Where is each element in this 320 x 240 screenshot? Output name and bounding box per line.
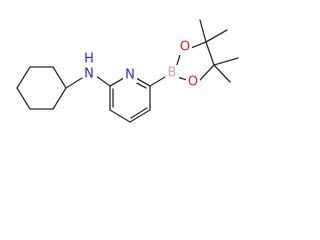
methyl-bond (213, 64, 231, 83)
atom-amine-n: N (83, 66, 97, 82)
cyclohexane-ring (16, 66, 67, 110)
bond-cyclohexyl-nh (65, 77, 83, 89)
atom-pyridine-n: N (123, 67, 137, 83)
bond (52, 87, 67, 110)
bond (109, 109, 131, 123)
atom-label: N (84, 67, 94, 82)
bond (130, 107, 148, 119)
atom-label: H (84, 52, 94, 67)
bond (16, 87, 31, 110)
atom-oxygen-top: O (178, 39, 192, 55)
atom-label: O (180, 40, 190, 55)
bond (190, 41, 207, 49)
atom-oxygen-bottom: O (186, 74, 200, 90)
atom-amine-h: H (83, 51, 97, 67)
bond (205, 41, 215, 66)
chemical-structure: N H N B O O (16, 19, 239, 123)
pyridine-ring (109, 77, 151, 123)
bond (109, 77, 125, 87)
methyl-groups (199, 19, 239, 83)
atom-boron: B (165, 65, 179, 81)
bond (135, 77, 151, 87)
bond (129, 109, 151, 123)
atom-label: O (188, 75, 198, 90)
bond-pyridine-boron (149, 76, 166, 87)
methyl-bond (205, 29, 228, 43)
methyl-bond (199, 19, 207, 43)
diagram-canvas: N H N B O O (16, 19, 239, 123)
bond (16, 66, 31, 89)
atom-label: B (168, 66, 177, 81)
bond (52, 66, 67, 89)
atom-label: N (125, 68, 135, 83)
bond (199, 64, 215, 81)
methyl-bond (213, 57, 239, 66)
bond-nh-pyridine (95, 75, 111, 87)
